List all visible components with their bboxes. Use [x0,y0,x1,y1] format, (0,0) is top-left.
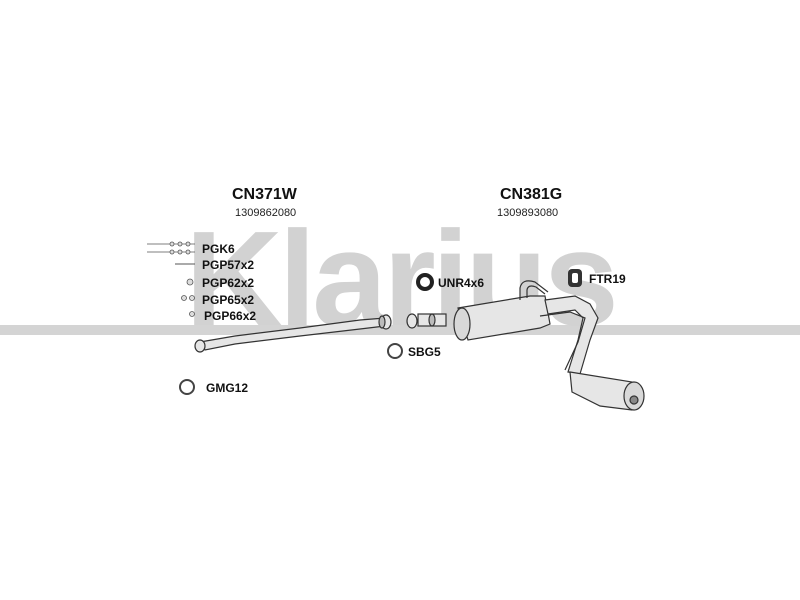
hanger-icon [568,269,582,287]
part-label-pgp62x2: PGP62x2 [202,276,255,290]
part-label-pgp57x2: PGP57x2 [202,258,255,272]
part-label-unr4x6: UNR4x6 [438,276,485,290]
bolt-nut-icon [181,295,195,301]
nut-icon [186,278,194,286]
bolt-kit-icon [147,241,195,255]
gasket-ring-icon [179,379,195,395]
part-label-pgp65x2: PGP65x2 [202,293,255,307]
part-label-sbg5: SBG5 [408,345,441,359]
seal-ring-icon [387,343,403,359]
assembly-code: 1309893080 [497,207,559,219]
middle-silencer [453,280,551,341]
part-label-pgk6: PGK6 [202,242,235,256]
front-pipe [194,314,392,353]
small-bolt-icon [189,311,195,317]
assembly-title: CN371W [232,186,297,203]
assembly-title: CN381G [500,186,563,203]
rear-silencer [569,371,645,411]
part-label-pgp66x2: PGP66x2 [204,309,257,323]
assembly-code: 1309862080 [235,207,297,219]
rubber-ring-icon [416,273,434,291]
part-label-ftr19: FTR19 [589,272,626,286]
watermark-text: Klarius [185,203,615,354]
part-label-gmg12: GMG12 [206,381,249,395]
connector-clamp [406,313,447,329]
watermark: Klarius [0,203,800,354]
